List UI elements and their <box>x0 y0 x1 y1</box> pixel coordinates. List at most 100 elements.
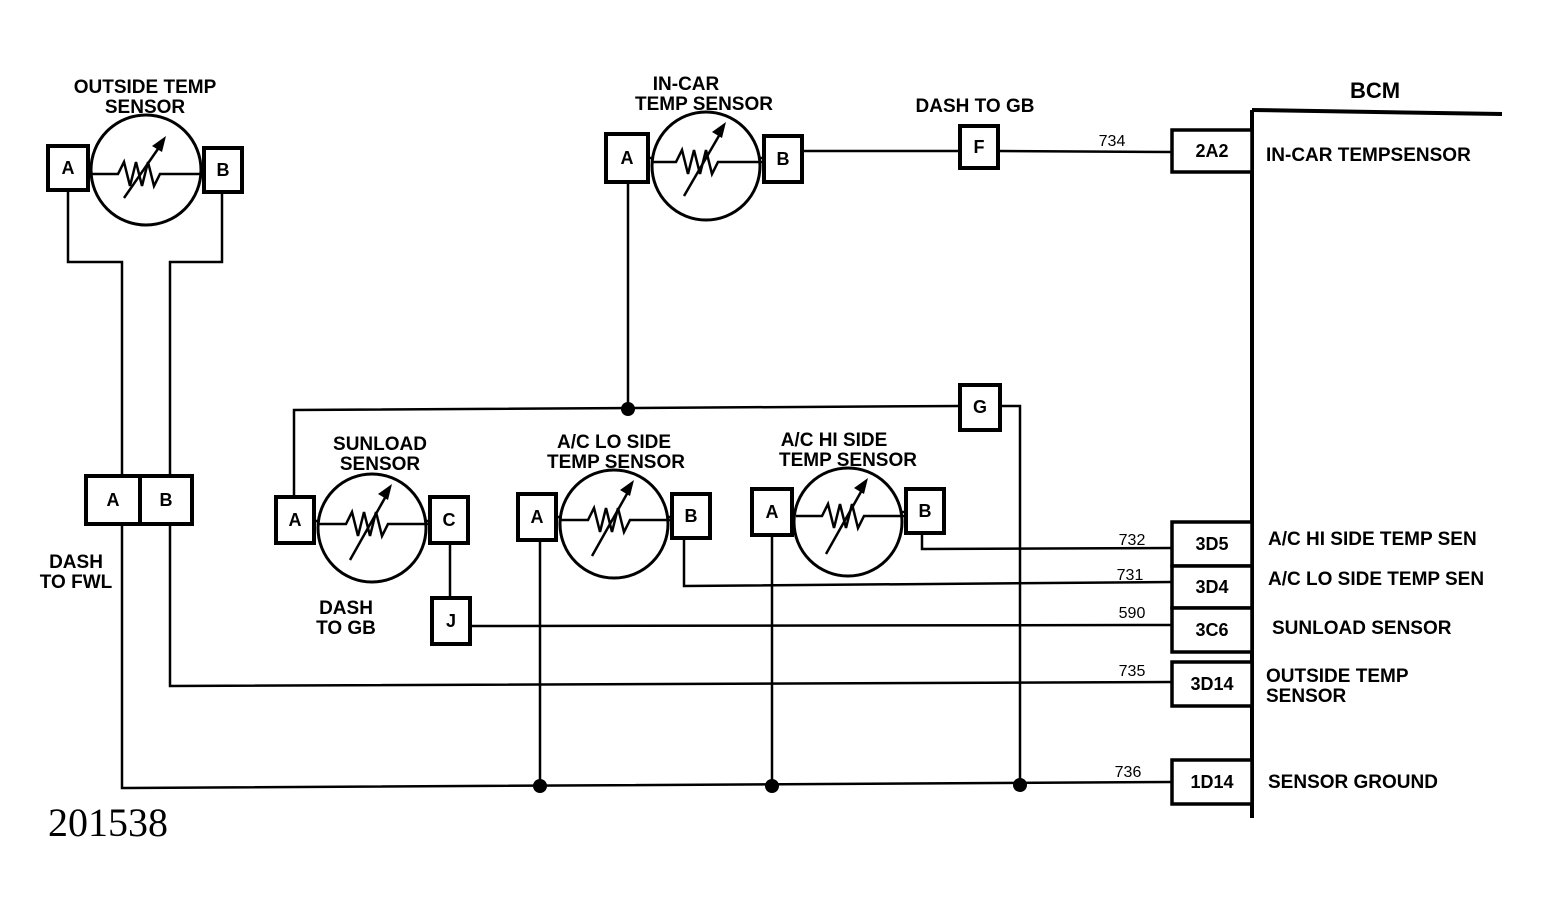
wire-731 <box>682 538 1173 588</box>
connector-pin-g-label: G <box>973 397 987 417</box>
circuit-number-731: 731 <box>1117 567 1144 584</box>
sunload-sensor-label-line1: SUNLOAD <box>333 434 427 455</box>
connector-pin-f <box>958 124 1000 170</box>
outside-temp-sensor: OUTSIDE TEMP SENSOR A B <box>46 77 244 227</box>
connector-pin-j-label: J <box>446 611 456 631</box>
connector-dash-to-gb-f: DASH TO GB F <box>916 96 1035 170</box>
in-car-pin-b <box>762 134 804 184</box>
wire-735 <box>168 524 1173 688</box>
bcm-pin-3c6-label: 3C6 <box>1195 620 1228 640</box>
wire-outside-b-upper <box>168 192 224 476</box>
sunload-pin-c <box>428 495 470 545</box>
in-car-sensor-label-line1: IN-CAR <box>653 74 720 95</box>
ac-lo-pin-b-label: B <box>685 506 698 526</box>
wire-sensor-a-bus <box>292 404 961 497</box>
outside-resistor-icon <box>92 158 200 190</box>
ac-hi-arrow-head-icon <box>854 478 868 494</box>
ac-lo-pin-a <box>516 492 558 542</box>
ac-lo-pin-b <box>670 492 712 540</box>
wire-g-to-ground <box>1000 404 1022 785</box>
bcm-pin-3d4-label: 3D4 <box>1195 577 1228 597</box>
outside-arrow-head-icon <box>152 136 166 152</box>
bcm-pin-2a2-label: 2A2 <box>1195 141 1228 161</box>
circuit-number-734: 734 <box>1099 133 1126 150</box>
bcm-pin-3c6 <box>1170 606 1254 654</box>
sunload-pin-c-label: C <box>443 510 456 530</box>
ac-hi-sensor-label-line2: TEMP SENSOR <box>779 450 917 471</box>
bcm-function-ac-hi: A/C HI SIDE TEMP SEN <box>1268 529 1477 550</box>
ac-hi-pin-b <box>904 487 946 535</box>
bcm-function-outside-line1: OUTSIDE TEMP <box>1266 666 1409 687</box>
in-car-sensor-label-line2: TEMP SENSOR <box>635 94 773 115</box>
ac-lo-side-temp-sensor: A/C LO SIDE TEMP SENSOR A B <box>516 432 712 580</box>
splice-dot-ground-lo <box>533 779 547 793</box>
ac-lo-resistor-icon <box>560 504 670 536</box>
wire-734 <box>997 149 1173 154</box>
outside-pin-b-label: B <box>217 160 230 180</box>
outside-sensor-label-line2: SENSOR <box>105 97 186 118</box>
bcm-title: BCM <box>1350 78 1400 103</box>
bcm-pin-1d14-label: 1D14 <box>1190 772 1233 792</box>
ac-hi-pin-b-label: B <box>919 501 932 521</box>
ac-hi-resistor-icon <box>796 500 904 532</box>
circuit-number-735: 735 <box>1119 663 1146 680</box>
wire-outside-a-upper <box>66 192 124 476</box>
dash-to-gb-top-label: DASH TO GB <box>916 96 1035 117</box>
bcm-pin-1d14 <box>1170 758 1254 806</box>
in-car-variable-arrow-icon <box>682 133 722 197</box>
in-car-sensor-circle <box>650 110 762 222</box>
bcm-function-sunload: SUNLOAD SENSOR <box>1272 618 1452 639</box>
outside-sensor-label-line1: OUTSIDE TEMP <box>74 77 217 98</box>
bcm-pin-2a2 <box>1170 128 1254 174</box>
ac-hi-pin-a-label: A <box>766 502 779 522</box>
outside-pin-a-label: A <box>62 158 75 178</box>
circuit-number-590: 590 <box>1119 605 1146 622</box>
outside-variable-arrow-icon <box>122 145 162 199</box>
sunload-sensor-label-line2: SENSOR <box>340 454 421 475</box>
circuit-number-736: 736 <box>1115 764 1142 781</box>
outside-pin-b <box>202 146 244 194</box>
ac-lo-sensor-label-line2: TEMP SENSOR <box>547 452 685 473</box>
dash-to-fwl-label-line2: TO FWL <box>40 572 113 593</box>
in-car-resistor-icon <box>652 146 762 178</box>
bcm-function-outside-line2: SENSOR <box>1266 686 1347 707</box>
connector-pin-g <box>958 383 1002 432</box>
splice-dot-ground-hi <box>765 779 779 793</box>
connector-pin-f-label: F <box>974 137 985 157</box>
wire-736 <box>120 524 1173 790</box>
connector-dash-to-fwl: A B DASH TO FWL <box>40 474 194 593</box>
ac-lo-pin-a-label: A <box>531 507 544 527</box>
fwl-pin-b-label: B <box>160 490 173 510</box>
sunload-resistor-icon <box>318 508 428 540</box>
ac-lo-sensor-label-line1: A/C LO SIDE <box>557 432 671 453</box>
dash-to-gb-bottom-label-line2: TO GB <box>316 618 376 639</box>
bcm-function-in-car: IN-CAR TEMPSENSOR <box>1266 145 1471 166</box>
in-car-temp-sensor: IN-CAR TEMP SENSOR A B <box>604 74 804 222</box>
bcm-boundary-top <box>1251 108 1503 116</box>
dash-to-gb-bottom-label-line1: DASH <box>319 598 373 619</box>
bcm-pin-3d14-label: 3D14 <box>1190 674 1233 694</box>
bcm: BCM 734 2A2 IN-CAR TEMPSENSOR 732 3D5 A/… <box>1099 78 1484 806</box>
sunload-pin-a-label: A <box>289 510 302 530</box>
splice-dot-ground-g <box>1013 778 1027 792</box>
outside-pin-a <box>46 144 90 192</box>
bcm-function-sensor-ground: SENSOR GROUND <box>1268 772 1438 793</box>
connector-pin-j <box>430 596 472 646</box>
connector-dash-to-gb-j: DASH TO GB J <box>316 596 472 646</box>
bcm-pin-3d14 <box>1170 660 1254 708</box>
fwl-pin-a-label: A <box>107 490 120 510</box>
splice-dots <box>533 402 1027 793</box>
sunload-pin-a <box>274 495 316 545</box>
ac-hi-pin-a <box>750 487 794 537</box>
bcm-function-ac-lo: A/C LO SIDE TEMP SEN <box>1268 569 1484 590</box>
ac-hi-sensor-label-line1: A/C HI SIDE <box>781 430 888 451</box>
connector-g: G <box>958 383 1002 432</box>
ac-hi-side-temp-sensor: A/C HI SIDE TEMP SENSOR A B <box>750 430 946 578</box>
ac-lo-variable-arrow-icon <box>590 491 630 557</box>
ac-hi-variable-arrow-icon <box>824 489 864 555</box>
in-car-pin-a-label: A <box>621 148 634 168</box>
bcm-pin-3d5-label: 3D5 <box>1195 534 1228 554</box>
wires <box>66 108 1503 818</box>
splice-dot-in-car <box>621 402 635 416</box>
